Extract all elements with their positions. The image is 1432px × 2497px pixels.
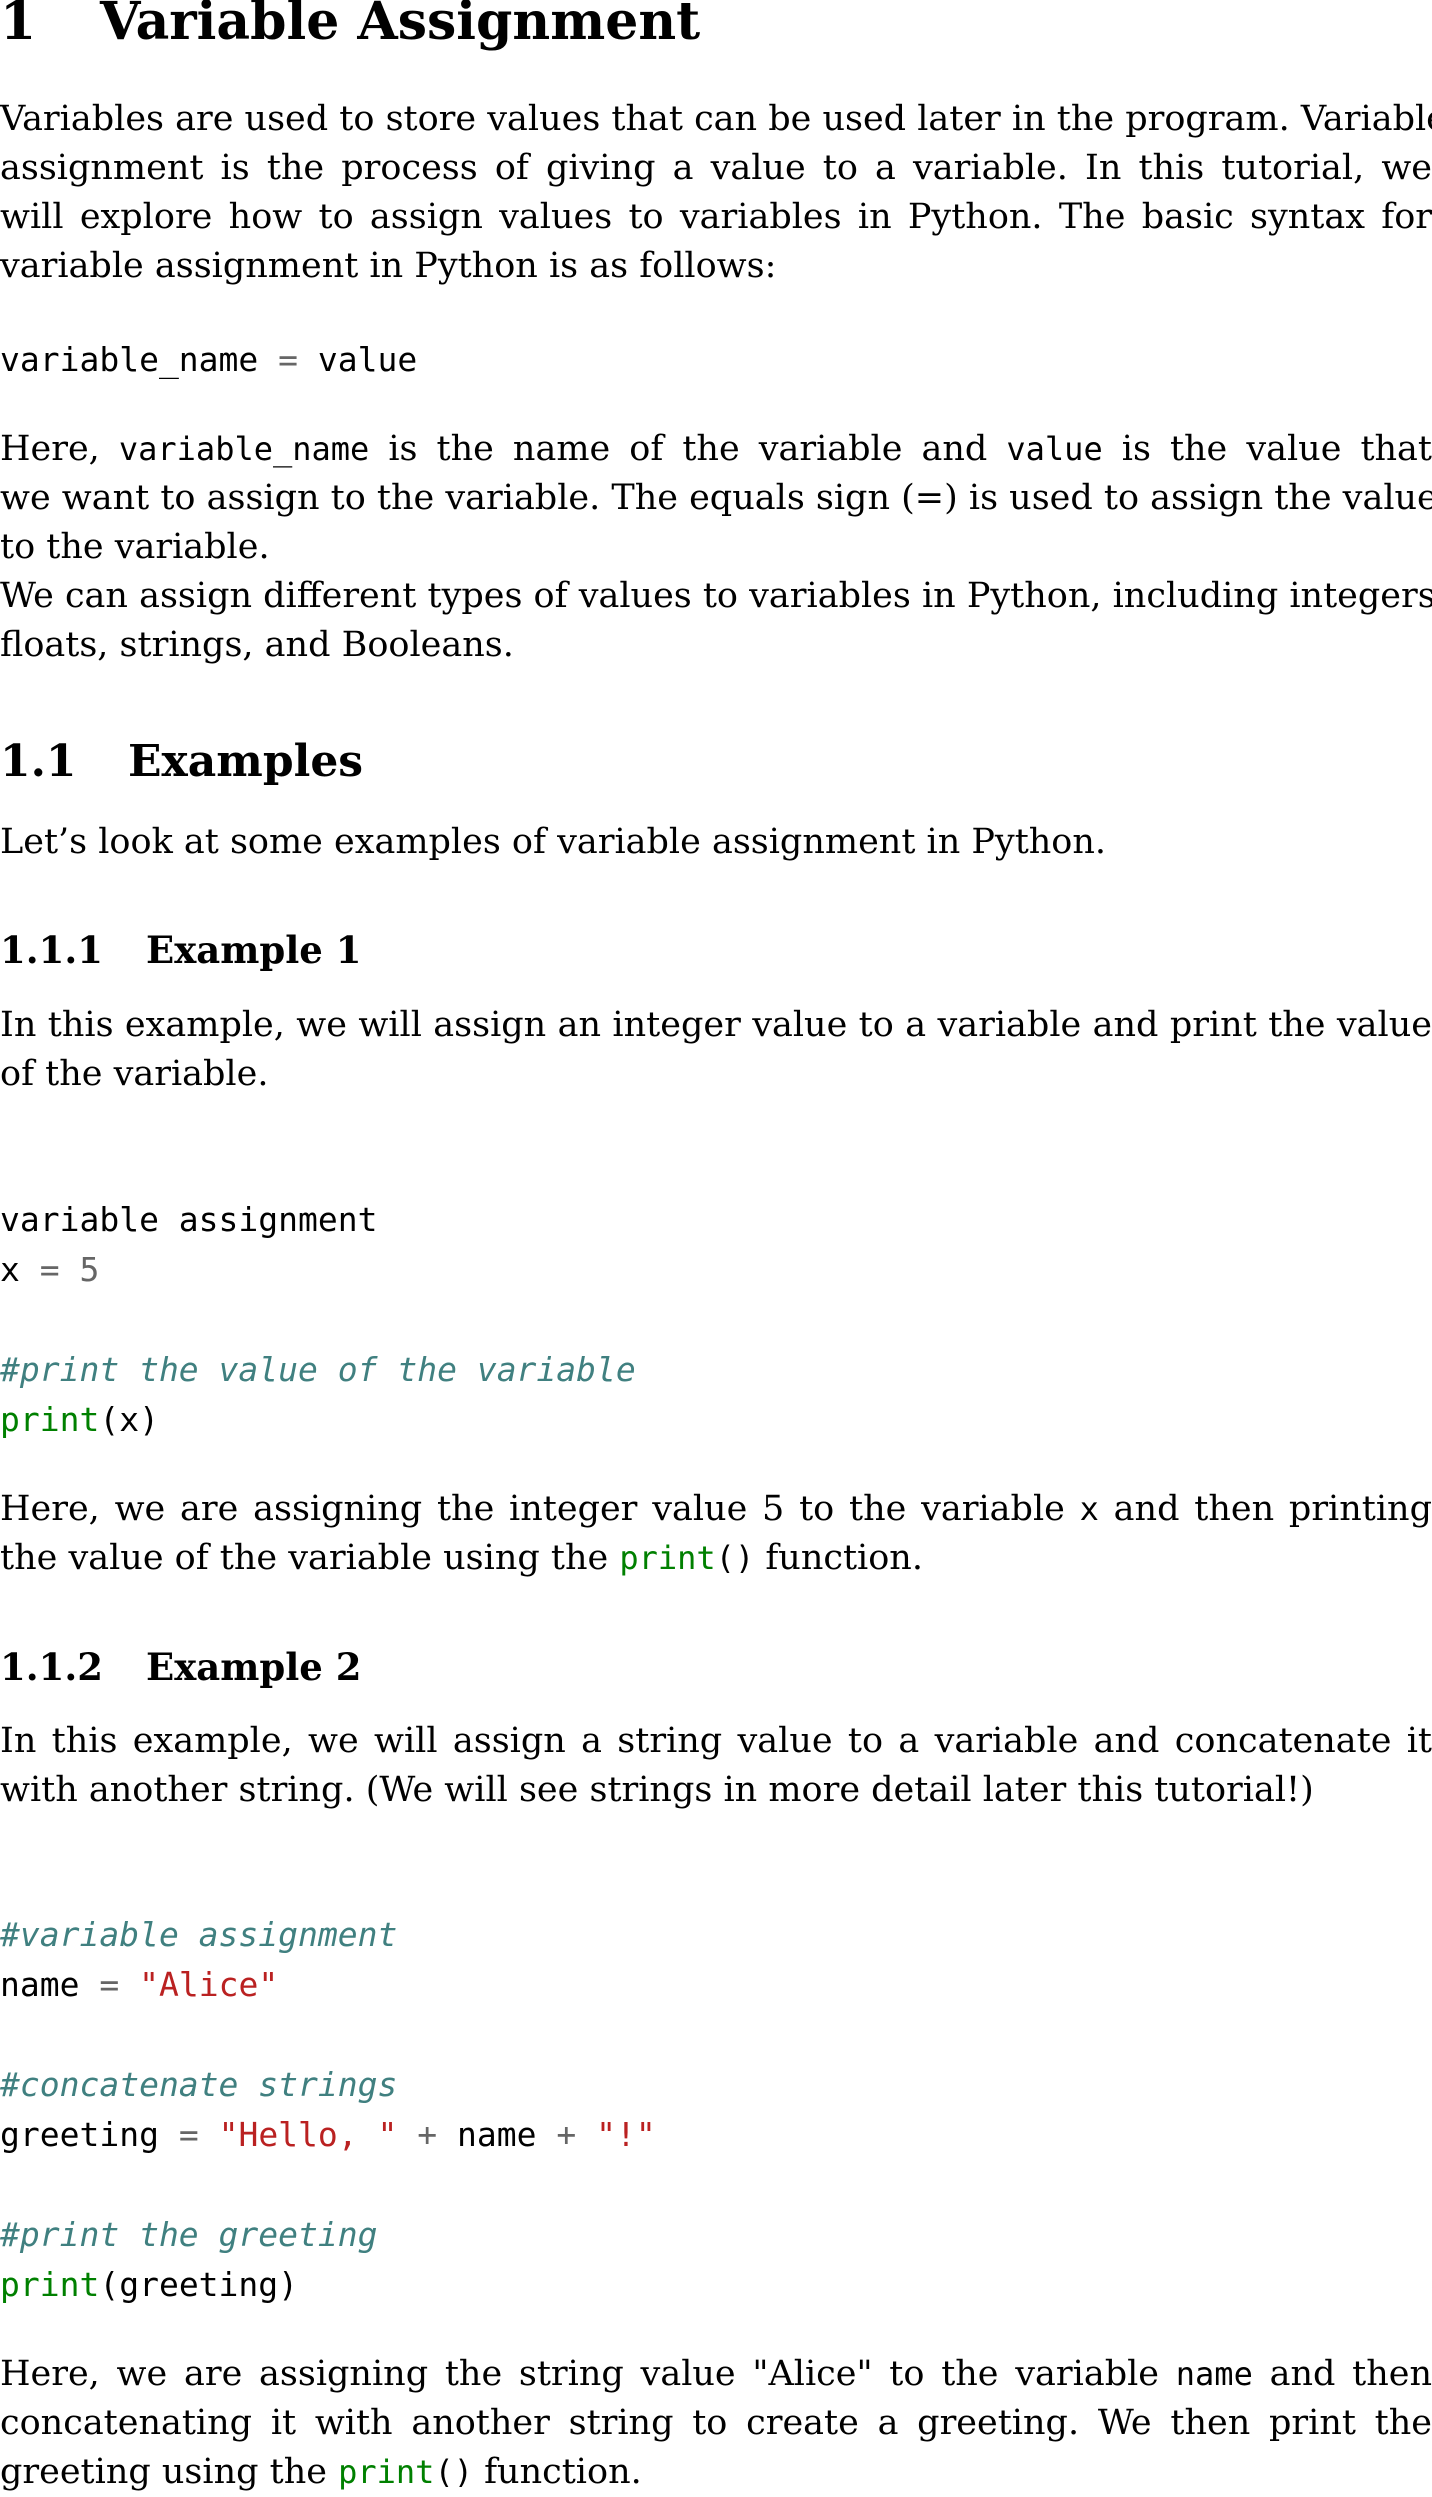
text: is the value that bbox=[1102, 429, 1432, 469]
example2-number: 1.1.2 bbox=[0, 1645, 103, 1689]
inline-code-function: print bbox=[619, 1539, 716, 1577]
inline-code: variable_name bbox=[118, 430, 370, 468]
example1-code-line: x = 5 bbox=[0, 1245, 99, 1294]
code-variable: name bbox=[0, 1965, 80, 2004]
code-operator: = bbox=[39, 1250, 60, 1289]
explanation-line: the value of the variable using the prin… bbox=[0, 1534, 1432, 1583]
inline-code: x bbox=[1079, 1490, 1099, 1528]
code-variable: x bbox=[0, 1250, 20, 1289]
code-comment: #print the greeting bbox=[0, 2215, 378, 2254]
text: and then bbox=[1252, 2354, 1432, 2394]
examples-intro: Let’s look at some examples of variable … bbox=[0, 818, 1432, 867]
inline-code: value bbox=[1006, 430, 1103, 468]
text: is the name of the variable and bbox=[369, 429, 1007, 469]
code-operator: + bbox=[556, 2115, 577, 2154]
example2-description: In this example, we will assign a string… bbox=[0, 1717, 1432, 1815]
code-string: "Alice" bbox=[139, 1965, 279, 2004]
text: greeting using the bbox=[0, 2452, 339, 2492]
explain-line: We can assign different types of values … bbox=[0, 576, 1432, 616]
example2-code-line: greeting = "Hello, " + name + "!" bbox=[0, 2110, 656, 2159]
code-operator: = bbox=[178, 2115, 199, 2154]
code-variable: greeting bbox=[0, 2115, 159, 2154]
code-comment: #variable assignment bbox=[0, 1915, 398, 1954]
example1-number: 1.1.1 bbox=[0, 928, 103, 972]
example2-heading: 1.1.2 Example 2 bbox=[0, 1645, 361, 1689]
code-comment: #print the value of the variable bbox=[0, 1350, 636, 1389]
text: the value of the variable using the bbox=[0, 1538, 620, 1578]
text: Here, we are assigning the integer value… bbox=[0, 1489, 1080, 1529]
description-line: with another string. (We will see string… bbox=[0, 1770, 1314, 1810]
code-args: (greeting) bbox=[99, 2265, 299, 2304]
inline-code: name bbox=[1175, 2355, 1253, 2393]
explain-line: we want to assign to the variable. The e… bbox=[0, 478, 1432, 518]
text: and then printing bbox=[1098, 1489, 1432, 1529]
syntax-operator: = bbox=[278, 340, 299, 379]
example1-code-line: print(x) bbox=[0, 1395, 159, 1444]
explanation-line: greeting using the print() function. bbox=[0, 2448, 1432, 2497]
explanation-line: Here, we are assigning the string value … bbox=[0, 2350, 1432, 2399]
code-variable: name bbox=[457, 2115, 537, 2154]
example2-title: Example 2 bbox=[146, 1645, 362, 1689]
example1-explanation: Here, we are assigning the integer value… bbox=[0, 1485, 1432, 1583]
example1-code-comment: #print the value of the variable bbox=[0, 1345, 636, 1394]
intro-line: will explore how to assign values to var… bbox=[0, 197, 1432, 237]
example2-code-line: name = "Alice" bbox=[0, 1960, 278, 2009]
example2-code-comment: #variable assignment bbox=[0, 1910, 397, 1959]
inline-code-function: print bbox=[338, 2453, 435, 2491]
explanation-line: Here, we are assigning the integer value… bbox=[0, 1485, 1432, 1534]
examples-intro-text: Let’s look at some examples of variable … bbox=[0, 822, 1107, 862]
subsection-number: 1.1 bbox=[0, 736, 77, 787]
code-function: print bbox=[0, 2265, 100, 2304]
example1-heading: 1.1.1 Example 1 bbox=[0, 928, 361, 972]
code-comment: #concatenate strings bbox=[0, 2065, 398, 2104]
code-number: 5 bbox=[79, 1250, 100, 1289]
text: Here, we are assigning the string value … bbox=[0, 2354, 1176, 2394]
explain-line: to the variable. bbox=[0, 527, 270, 567]
description-line: In this example, we will assign a string… bbox=[0, 1721, 1432, 1761]
text: Here, bbox=[0, 429, 119, 469]
code-operator: = bbox=[99, 1965, 120, 2004]
example2-code-comment: #print the greeting bbox=[0, 2210, 378, 2259]
inline-code: () bbox=[715, 1539, 755, 1577]
intro-paragraph: Variables are used to store values that … bbox=[0, 95, 1432, 291]
code-function: print bbox=[0, 1400, 100, 1439]
example1-code-line: variable assignment bbox=[0, 1195, 378, 1244]
example2-code-comment: #concatenate strings bbox=[0, 2060, 397, 2109]
text: function. bbox=[472, 2452, 642, 2492]
subsection-heading: 1.1 Examples bbox=[0, 737, 363, 787]
code-string: "!" bbox=[596, 2115, 656, 2154]
example1-description: In this example, we will assign an integ… bbox=[0, 1001, 1432, 1099]
example1-title: Example 1 bbox=[146, 928, 362, 972]
explain-line: Here, variable_name is the name of the v… bbox=[0, 425, 1432, 474]
description-line: of the variable. bbox=[0, 1054, 269, 1094]
subsection-title: Examples bbox=[128, 736, 364, 787]
section-number: 1 bbox=[0, 0, 37, 52]
code-args: (x) bbox=[99, 1400, 159, 1439]
code-string: "Hello, " bbox=[218, 2115, 398, 2154]
example2-code-line: print(greeting) bbox=[0, 2260, 298, 2309]
explain-line: floats, strings, and Booleans. bbox=[0, 625, 514, 665]
explanation-line: concatenating it with another string to … bbox=[0, 2403, 1432, 2443]
section-heading: 1 Variable Assignment bbox=[0, 0, 700, 50]
description-line: In this example, we will assign an integ… bbox=[0, 1005, 1432, 1045]
intro-line: variable assignment in Python is as foll… bbox=[0, 246, 777, 286]
intro-line: assignment is the process of giving a va… bbox=[0, 148, 1432, 188]
code-text: variable assignment bbox=[0, 1200, 378, 1239]
section-title: Variable Assignment bbox=[100, 0, 701, 52]
syntax-variable-name: variable_name bbox=[0, 340, 259, 379]
intro-line: Variables are used to store values that … bbox=[0, 99, 1432, 139]
syntax-explanation: Here, variable_name is the name of the v… bbox=[0, 425, 1432, 670]
text: function. bbox=[754, 1538, 923, 1578]
syntax-code: variable_name = value bbox=[0, 335, 417, 384]
example2-explanation: Here, we are assigning the string value … bbox=[0, 2350, 1432, 2497]
code-operator: + bbox=[417, 2115, 438, 2154]
syntax-value: value bbox=[317, 340, 418, 379]
inline-code: () bbox=[434, 2453, 473, 2491]
